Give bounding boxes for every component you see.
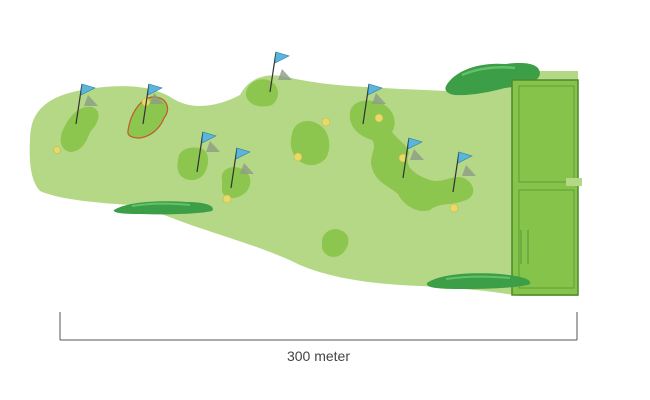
green-3 — [245, 79, 278, 107]
bush-bottom — [426, 273, 531, 289]
course-fairway — [29, 71, 578, 296]
green-2 — [127, 96, 169, 139]
flag-7 — [402, 137, 424, 179]
flag-3 — [269, 51, 292, 93]
flag-2 — [142, 83, 164, 125]
scale-bar — [59, 312, 578, 341]
green-1 — [60, 106, 99, 152]
green-5 — [221, 167, 251, 198]
bunker-8 — [449, 203, 459, 213]
bunker-6 — [374, 113, 384, 123]
green-7 — [322, 229, 349, 257]
scale-bar-label: 300 meter — [286, 348, 351, 364]
flag-4 — [196, 131, 220, 173]
bunker-1 — [53, 146, 61, 154]
flag-6 — [362, 83, 386, 125]
green-4 — [177, 147, 209, 181]
bunker-7 — [398, 153, 408, 163]
bush-top — [445, 63, 540, 96]
flag-1 — [75, 83, 98, 125]
bunker-4 — [293, 152, 303, 162]
driving-range — [511, 79, 582, 296]
green-8 — [349, 100, 474, 212]
bunker-3 — [222, 194, 232, 204]
flag-5 — [230, 147, 254, 189]
flag-8 — [452, 151, 476, 193]
bush-left — [113, 201, 213, 215]
bunker-5 — [321, 117, 331, 127]
